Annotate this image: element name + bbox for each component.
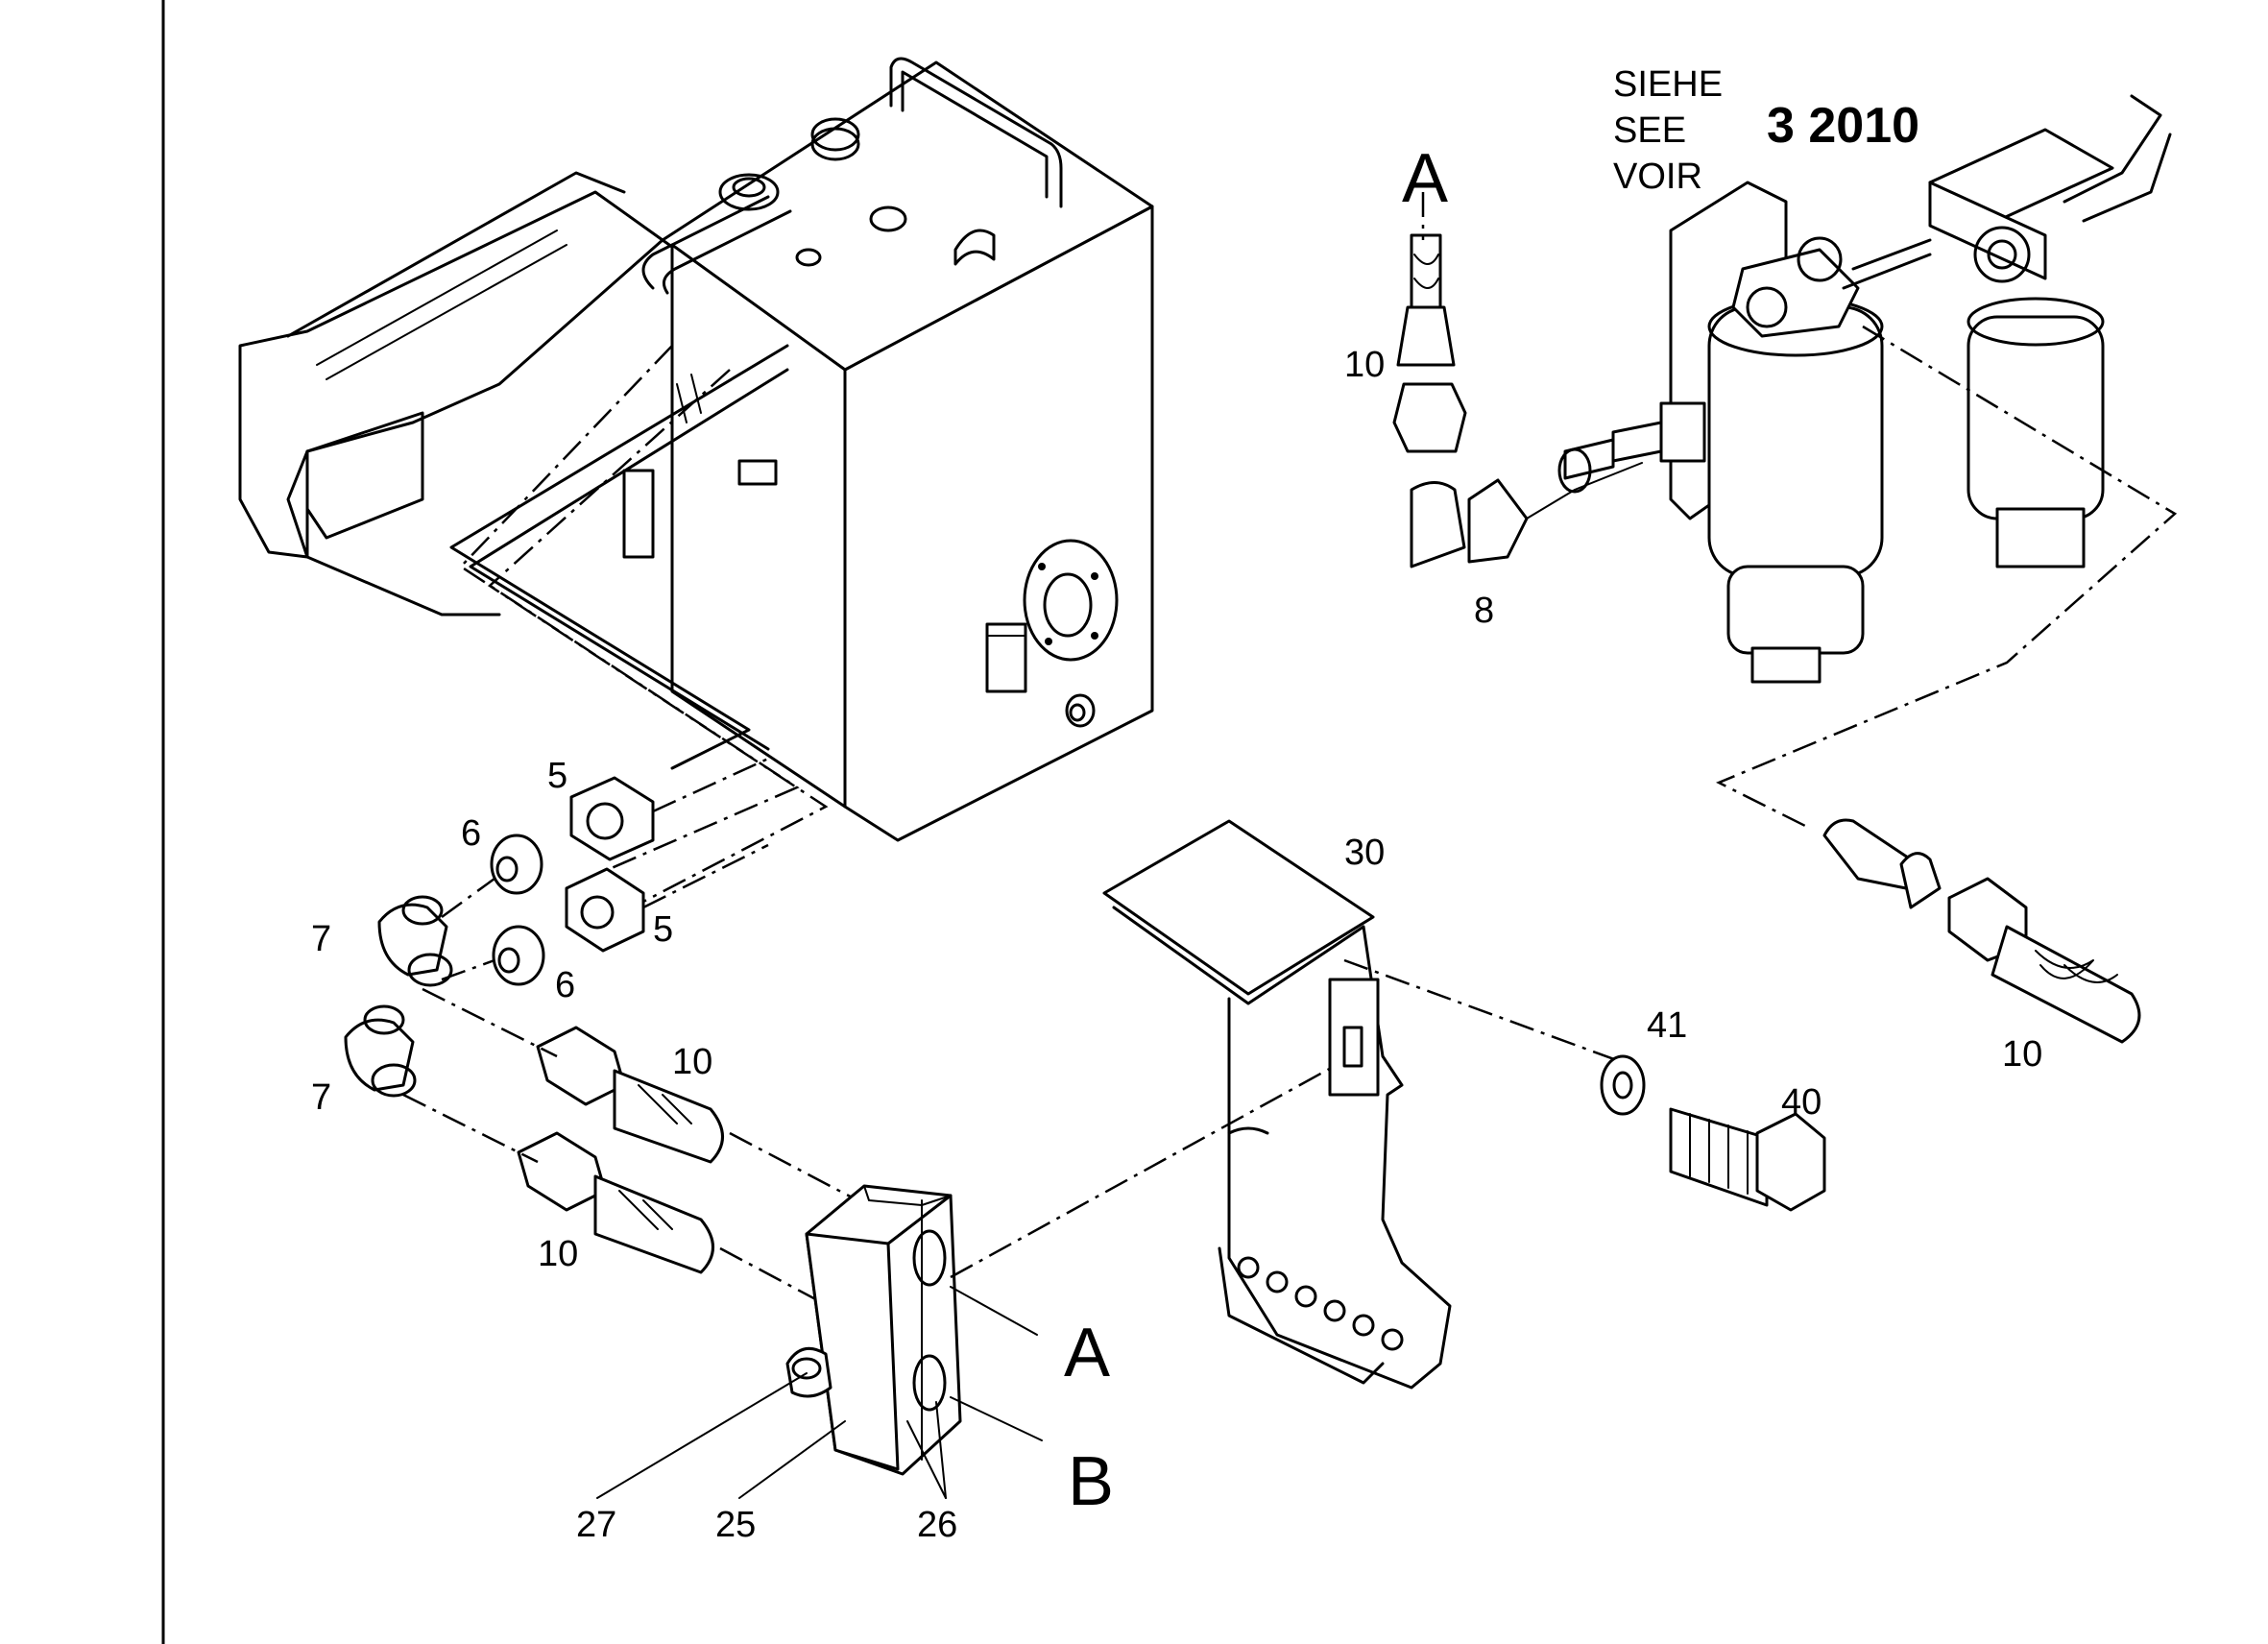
hose-fitting-10-low (517, 1131, 714, 1274)
filter-return-line (1715, 325, 2178, 828)
callout-26: 26 (917, 1505, 957, 1545)
fuel-tank (641, 57, 1154, 842)
ref-line-siehe: SIEHE (1613, 64, 1723, 105)
block-bracket-line (950, 1064, 1336, 1279)
section-letter-a: A (1064, 1315, 1110, 1391)
hose-connector-right (1822, 818, 2141, 1044)
callout-5-upper: 5 (547, 756, 567, 796)
section-letter-b: B (1068, 1443, 1114, 1520)
ref-line-see: SEE (1613, 110, 1686, 151)
callout-7-upper: 7 (311, 919, 331, 959)
bracket-bolt-line (1343, 958, 1633, 1068)
callout-10-right: 10 (2002, 1034, 2042, 1075)
callout-10-low: 10 (538, 1234, 578, 1274)
callout-5-lower: 5 (653, 909, 673, 950)
sleeve-6-lower (492, 925, 545, 986)
callout-8: 8 (1474, 591, 1494, 631)
hose-fitting-top (1392, 192, 1643, 568)
callout-7-lower: 7 (311, 1077, 331, 1118)
terminal-strip (1237, 1256, 1404, 1351)
sleeve-6-upper (490, 834, 543, 895)
tank-pipes (449, 344, 829, 929)
elbow-7-upper (377, 895, 453, 987)
ref-line-voir: VOIR (1613, 157, 1702, 197)
nut-5-lower (565, 867, 645, 953)
nut-5-upper (569, 776, 655, 861)
hose-fitting-10-mid (536, 1026, 724, 1164)
bolt-40 (1669, 1107, 1826, 1212)
callout-41: 41 (1647, 1005, 1687, 1046)
section-letter-a-top: A (1402, 140, 1448, 217)
leader-lines (596, 1286, 1043, 1499)
callout-6-upper: 6 (461, 813, 481, 854)
callout-6-lower: 6 (555, 965, 575, 1005)
washer-41 (1600, 1054, 1646, 1116)
callout-27: 27 (576, 1505, 616, 1545)
reference-note: SIEHE SEE VOIR 3 2010 (1613, 64, 1919, 197)
elbow-7-lower (344, 1004, 417, 1098)
mounting-bracket (1102, 819, 1452, 1390)
tank-bracket (238, 171, 778, 616)
fuel-filter-assembly (1557, 94, 2172, 684)
callout-10-top: 10 (1344, 345, 1385, 385)
callout-10-mid: 10 (672, 1042, 712, 1082)
callout-40: 40 (1781, 1082, 1822, 1123)
ref-number: 3 2010 (1767, 98, 1919, 154)
distributor-block (785, 1184, 962, 1476)
callout-30: 30 (1344, 833, 1385, 873)
callout-25: 25 (715, 1505, 756, 1545)
